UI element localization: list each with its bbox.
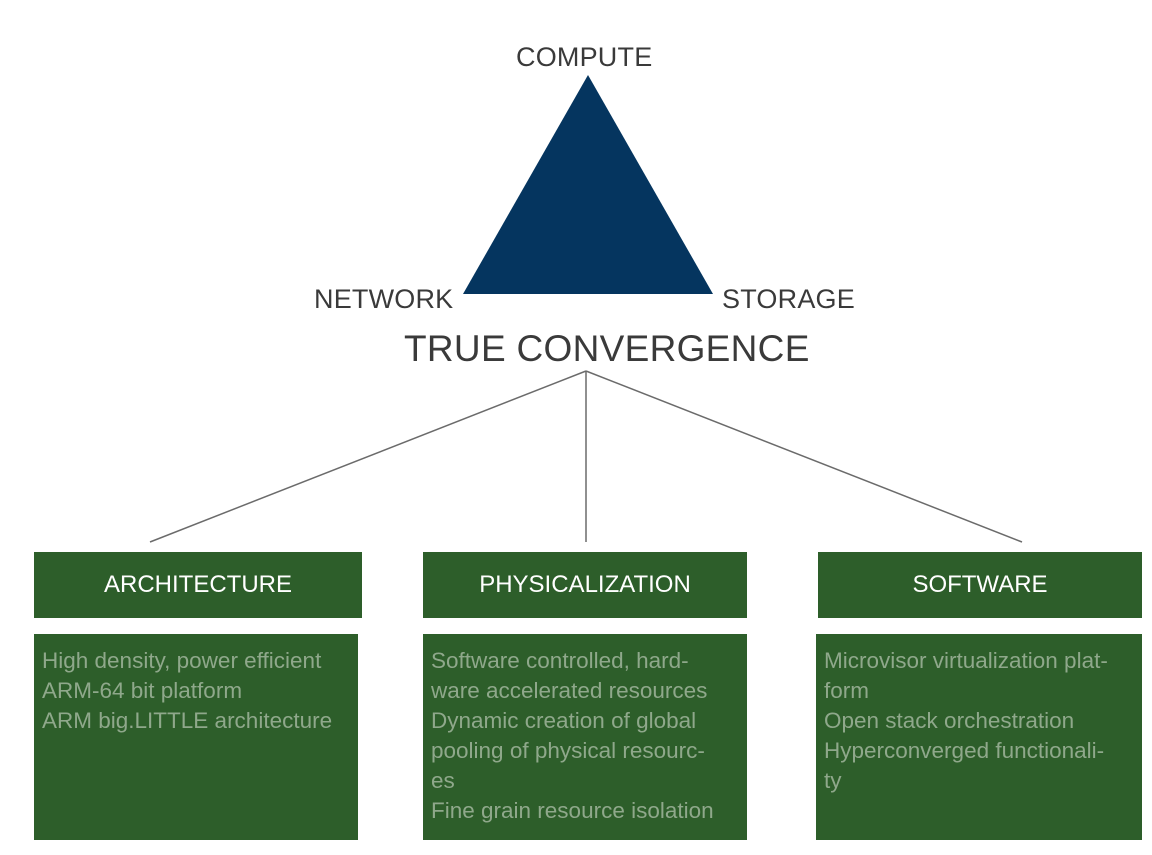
software-detail-line: Open stack orchestration [824, 708, 1075, 733]
architecture-header-box: ARCHITECTURE [34, 552, 362, 618]
architecture-detail-line: ARM-64 bit platform [42, 678, 243, 703]
physicalization-header-box: PHYSICALIZATION [423, 552, 747, 618]
physicalization-header-label: PHYSICALIZATION [479, 571, 691, 598]
architecture-details-box: High density, power efficient ARM-64 bit… [34, 634, 358, 840]
physicalization-detail-line: Fine grain resource isolation [431, 798, 714, 823]
architecture-detail-line: High density, power efficient [42, 648, 322, 673]
software-header-box: SOFTWARE [818, 552, 1142, 618]
physicalization-detail-line: es [431, 768, 455, 793]
software-details-box: Microvisor virtualization plat- form Ope… [816, 634, 1142, 840]
storage-label: STORAGE [722, 284, 855, 314]
diagram-title: TRUE CONVERGENCE [404, 328, 810, 369]
software-detail-line: Hyperconverged functionali- [824, 738, 1105, 763]
physicalization-detail-line: pooling of physical resourc- [431, 738, 705, 763]
physicalization-detail-line: ware accelerated resources [431, 678, 708, 703]
physicalization-details-box: Software controlled, hard- ware accelera… [423, 634, 747, 840]
software-detail-line: form [824, 678, 869, 703]
convergence-triangle [463, 75, 713, 294]
connector-line-software [585, 370, 1023, 543]
architecture-header-label: ARCHITECTURE [103, 571, 292, 598]
physicalization-detail-line: Dynamic creation of global [431, 708, 697, 733]
software-detail-line: ty [824, 768, 842, 793]
software-header-label: SOFTWARE [912, 571, 1048, 598]
architecture-detail-line: ARM big.LITTLE architecture [42, 708, 333, 733]
network-label: NETWORK [314, 284, 454, 314]
physicalization-detail-line: Software controlled, hard- [431, 648, 689, 673]
software-detail-line: Microvisor virtualization plat- [824, 648, 1108, 673]
compute-label: COMPUTE [516, 42, 653, 72]
connector-line-architecture [149, 370, 587, 543]
